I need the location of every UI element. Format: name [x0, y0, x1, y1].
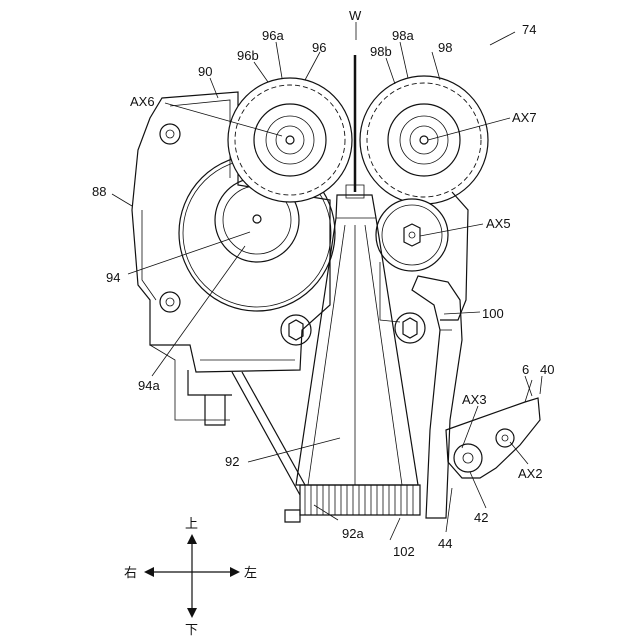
label-96: 96 — [312, 40, 326, 55]
compass-up: 上 — [185, 516, 198, 531]
compass-down: 下 — [185, 622, 198, 637]
arrow-left-icon — [144, 567, 154, 577]
label-88: 88 — [92, 184, 106, 199]
support-legs — [232, 372, 305, 522]
roller-ax5 — [376, 199, 448, 271]
label-44: 44 — [438, 536, 452, 551]
label-96a: 96a — [262, 28, 284, 43]
arrow-right-icon — [230, 567, 240, 577]
label-100: 100 — [482, 306, 504, 321]
label-102: 102 — [393, 544, 415, 559]
label-94a: 94a — [138, 378, 160, 393]
label-92: 92 — [225, 454, 239, 469]
label-6: 6 — [522, 362, 529, 377]
label-42: 42 — [474, 510, 488, 525]
label-94: 94 — [106, 270, 120, 285]
label-ax5: AX5 — [486, 216, 511, 231]
label-40: 40 — [540, 362, 554, 377]
bolt-right — [395, 313, 425, 343]
label-92a: 92a — [342, 526, 364, 541]
arrow-up-icon — [187, 534, 197, 544]
arrow-down-icon — [187, 608, 197, 618]
arm-42 — [446, 380, 540, 478]
label-98a: 98a — [392, 28, 414, 43]
label-fig-ref: 74 — [522, 22, 536, 37]
label-w: W — [349, 8, 362, 23]
direction-compass: 上 下 右 左 — [124, 516, 257, 637]
label-ax3: AX3 — [462, 392, 487, 407]
label-ax6: AX6 — [130, 94, 155, 109]
label-ax7: AX7 — [512, 110, 537, 125]
label-98b: 98b — [370, 44, 392, 59]
label-ax2: AX2 — [518, 466, 543, 481]
label-96b: 96b — [237, 48, 259, 63]
label-90: 90 — [198, 64, 212, 79]
spring-102 — [300, 485, 420, 515]
roller-96 — [228, 78, 352, 202]
bolt-left — [281, 315, 311, 345]
lever-100 — [412, 276, 462, 518]
compass-left: 右 — [124, 565, 137, 580]
compass-right: 左 — [244, 565, 257, 580]
roller-98 — [360, 76, 488, 204]
label-98: 98 — [438, 40, 452, 55]
